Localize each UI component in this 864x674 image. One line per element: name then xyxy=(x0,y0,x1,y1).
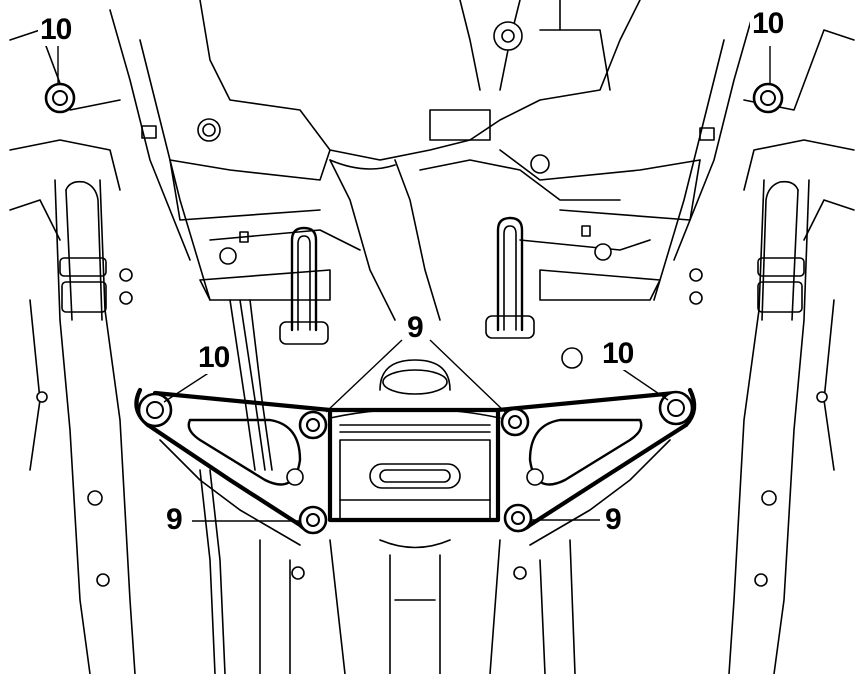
left-strut xyxy=(59,180,133,321)
bolt-9-upper-left xyxy=(298,410,328,440)
transmission-housing xyxy=(141,0,715,369)
right-strut xyxy=(689,180,805,321)
left-frame-rail xyxy=(9,9,211,674)
bolt-10-top-right xyxy=(752,82,784,114)
callout-9-bottom-right: 9 xyxy=(603,503,623,536)
callout-10-top-left: 10 xyxy=(38,13,74,46)
callout-9-bottom-left: 9 xyxy=(164,503,184,536)
bolt-9-upper-right xyxy=(500,407,530,437)
bolt-10-mid-right xyxy=(658,390,694,426)
bolt-10-mid-left xyxy=(137,392,173,428)
bolt-10-top-left xyxy=(44,82,76,114)
right-u-bracket xyxy=(485,216,535,339)
bolt-9-lower-left xyxy=(298,505,328,535)
callout-10-mid-right: 10 xyxy=(600,337,636,370)
leader-lines xyxy=(57,46,771,522)
bolt-9-lower-right xyxy=(503,503,533,533)
left-u-bracket xyxy=(279,226,329,345)
right-frame-rail xyxy=(653,9,855,674)
callout-10-mid-left: 10 xyxy=(196,341,232,374)
callout-10-top-right: 10 xyxy=(750,7,786,40)
callout-9-center: 9 xyxy=(405,311,425,344)
exhaust-pipe xyxy=(199,299,576,674)
